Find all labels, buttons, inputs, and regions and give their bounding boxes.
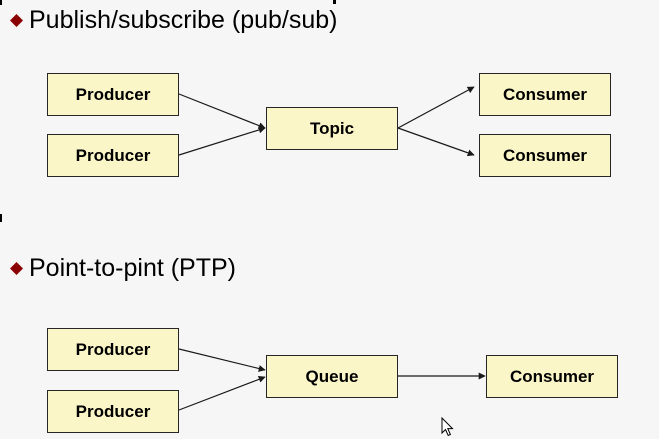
slide-edge-mark bbox=[0, 0, 2, 5]
ptp-consumer-box: Consumer bbox=[486, 355, 618, 398]
arrow-producer1-to-topic bbox=[178, 93, 266, 129]
ptp-producer-box: Producer bbox=[47, 328, 179, 371]
ptp-heading-text: Point-to-pint (PTP) bbox=[29, 254, 237, 282]
slide-edge-mark bbox=[0, 214, 2, 222]
mouse-pointer-icon bbox=[441, 417, 454, 437]
arrow-producer2-to-queue bbox=[178, 375, 266, 411]
ptp-producer-box: Producer bbox=[47, 390, 179, 433]
arrow-producer1-to-queue bbox=[178, 348, 266, 372]
topic-box: Topic bbox=[266, 107, 398, 150]
ptp-heading: Point-to-pint (PTP) bbox=[8, 256, 236, 281]
pubsub-producer-box: Producer bbox=[47, 134, 179, 177]
pubsub-heading-text: Publish/subscribe (pub/sub) bbox=[29, 6, 338, 34]
pubsub-consumer-box: Consumer bbox=[479, 134, 611, 177]
pubsub-heading: Publish/subscribe (pub/sub) bbox=[8, 8, 338, 33]
queue-box: Queue bbox=[266, 355, 398, 398]
slide-edge-mark bbox=[333, 0, 336, 4]
arrow-topic-to-consumer1 bbox=[397, 86, 475, 129]
arrow-topic-to-consumer2 bbox=[397, 127, 475, 157]
arrow-producer2-to-topic bbox=[178, 126, 266, 156]
pubsub-producer-box: Producer bbox=[47, 73, 179, 116]
diamond-bullet-icon bbox=[10, 14, 23, 27]
diamond-bullet-icon bbox=[10, 262, 23, 275]
pubsub-consumer-box: Consumer bbox=[479, 73, 611, 116]
